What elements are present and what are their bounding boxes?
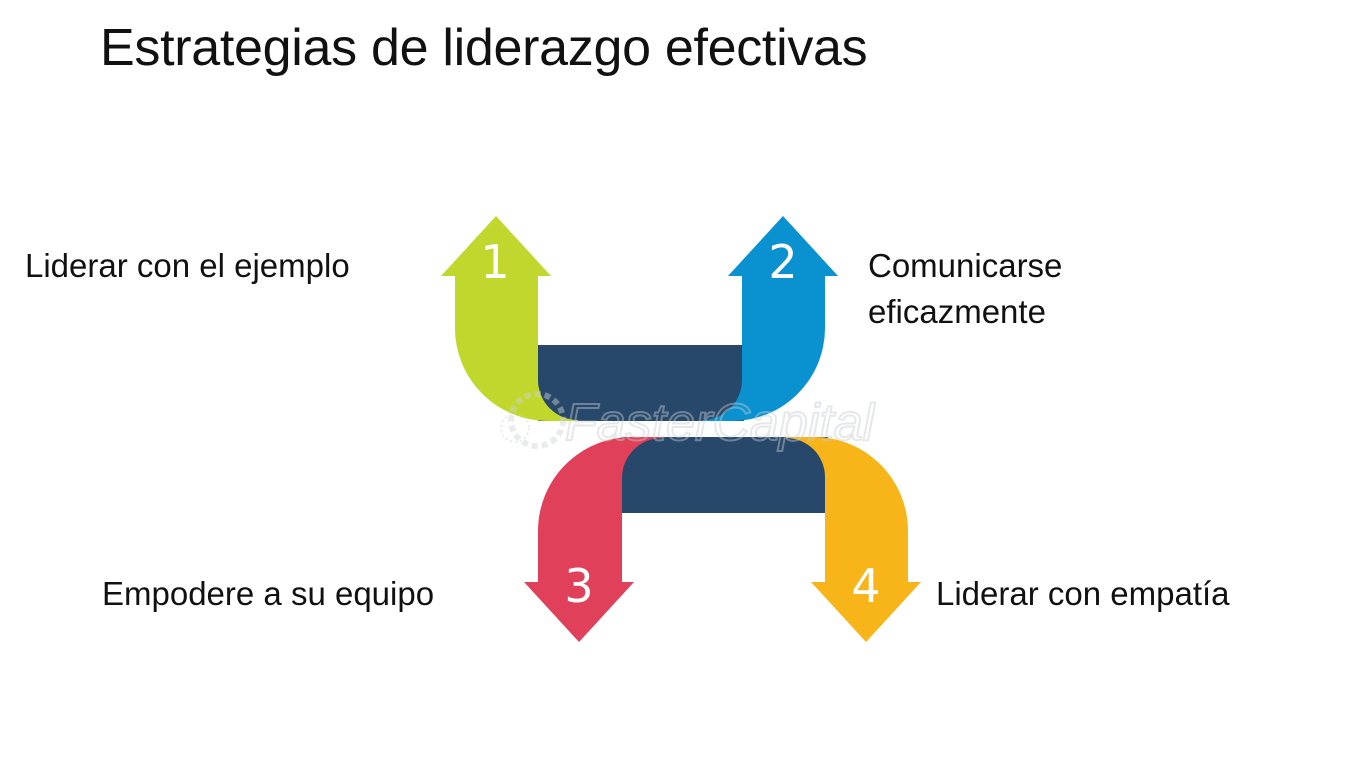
- step-number-4: 4: [851, 559, 880, 613]
- watermark-text: FasterCapital: [565, 394, 876, 452]
- arrow-3-down: [524, 437, 662, 642]
- watermark-gear-icon: [508, 391, 566, 449]
- arrow-1-up: [441, 216, 578, 421]
- step-number-2: 2: [768, 235, 797, 289]
- step-label-2: Comunicarse eficazmente: [868, 247, 1063, 330]
- step-number-3: 3: [564, 559, 593, 613]
- bottom-connector-bar: [622, 437, 828, 513]
- step-label-1: Liderar con el ejemplo: [25, 247, 350, 284]
- step-number-1: 1: [480, 235, 509, 289]
- top-connector-bar: [538, 345, 744, 421]
- watermark: FasterCapital: [500, 391, 877, 453]
- page-title: Estrategias de liderazgo efectivas: [100, 19, 868, 77]
- arrow-2-up: [702, 216, 838, 421]
- watermark-dots-icon: [500, 413, 530, 443]
- arrow-4-down: [786, 437, 921, 642]
- step-label-4: Liderar con empatía: [936, 575, 1230, 612]
- step-label-3: Empodere a su equipo: [102, 575, 435, 612]
